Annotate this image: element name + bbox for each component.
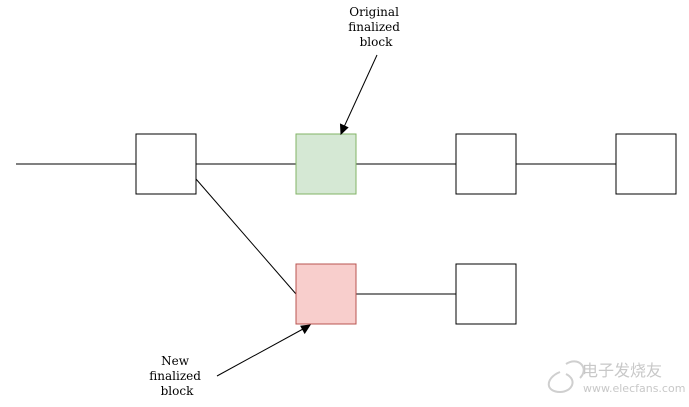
watermark: 电子发烧友 www.elecfans.com <box>547 360 685 395</box>
new-label-line-2: finalized <box>149 369 201 383</box>
original-finalized-block <box>295 133 357 195</box>
fork-block-2 <box>455 263 517 325</box>
original-arrowhead-icon <box>339 123 349 136</box>
original-label-line-1: Original <box>349 5 399 19</box>
block-4 <box>615 133 677 195</box>
original-label-arrow <box>343 54 378 128</box>
new-label-arrow <box>216 328 304 377</box>
label-arrows <box>216 54 378 377</box>
new-finalized-block <box>295 263 357 325</box>
original-label: Original finalized block <box>348 5 404 49</box>
new-label: New finalized block <box>149 354 205 398</box>
block-1 <box>135 133 197 195</box>
block-3 <box>455 133 517 195</box>
chain-links <box>16 163 616 295</box>
fork-link <box>195 178 297 295</box>
original-label-line-2: finalized <box>348 20 400 34</box>
new-label-line-3: block <box>161 384 194 398</box>
elecfans-logo-icon <box>547 360 585 394</box>
new-arrowhead-icon <box>300 324 312 335</box>
watermark-url: www.elecfans.com <box>583 382 685 395</box>
new-label-line-1: New <box>161 354 190 368</box>
watermark-cn: 电子发烧友 <box>582 361 662 380</box>
original-label-line-3: block <box>360 35 393 49</box>
